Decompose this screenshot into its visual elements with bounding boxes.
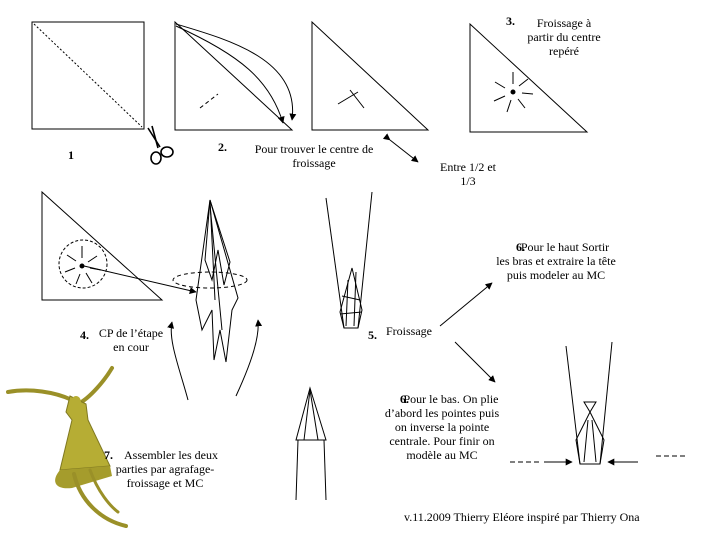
step1-square bbox=[31, 21, 145, 130]
step3-text: Froissage à partir du centre repéré bbox=[527, 16, 601, 58]
step2-triangle bbox=[174, 20, 297, 131]
scissors-icon bbox=[147, 125, 174, 165]
step5-text: Froissage bbox=[386, 324, 432, 338]
step7-text: Assembler les deux parties par agrafage-… bbox=[115, 448, 218, 490]
step4-cone bbox=[167, 199, 263, 401]
step5-number: 5. bbox=[368, 328, 377, 342]
step6-cone bbox=[510, 341, 686, 466]
step6-bottom-number: 6. bbox=[400, 392, 409, 406]
dancer-figure bbox=[6, 366, 128, 528]
step4-number: 4. bbox=[80, 328, 89, 342]
step2-number: 2. bbox=[218, 140, 227, 154]
credit-line: v.11.2009 Thierry Eléore inspiré par Thi… bbox=[404, 510, 640, 524]
step5-cone bbox=[325, 191, 496, 383]
ratio-text: Entre 1/2 et 1/3 bbox=[440, 160, 496, 188]
step4-triangle bbox=[41, 190, 197, 301]
step3-number: 3. bbox=[506, 14, 515, 28]
step6-top-number: 6. bbox=[516, 240, 525, 254]
head-cone bbox=[295, 386, 327, 501]
step6-top-text: Pour le haut Sortir les bras et extraire… bbox=[496, 240, 616, 282]
step2-centre-triangle bbox=[311, 20, 430, 163]
step2-text: Pour trouver le centre de froissage bbox=[254, 142, 374, 170]
step7-number: 7. bbox=[104, 448, 113, 462]
step3-triangle bbox=[469, 22, 589, 133]
step6-bottom-text: Pour le bas. On plie d’abord les pointes… bbox=[384, 392, 500, 462]
step4-text: CP de l’étape en cour bbox=[98, 326, 164, 354]
step1-number: 1 bbox=[68, 148, 74, 162]
